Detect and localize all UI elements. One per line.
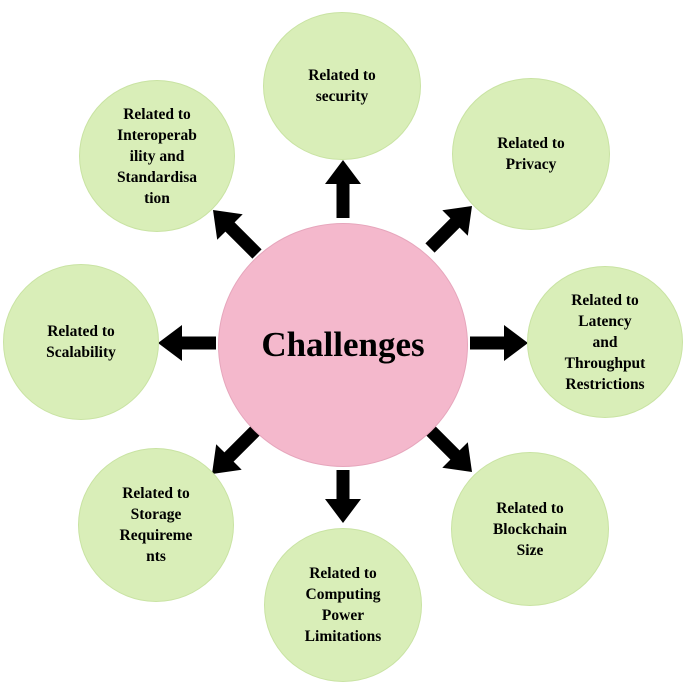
node-interoperability-label: Related to Interoperab ility and Standar…	[116, 105, 198, 207]
arrow-to-scalability	[158, 325, 216, 361]
node-blockchain-size: Related to Blockchain Size	[451, 452, 609, 606]
arrow-to-computing-power	[325, 470, 361, 523]
center-label: Challenges	[261, 325, 425, 364]
node-security-label: Related to security	[308, 67, 376, 105]
node-blockchain-size-label: Related to Blockchain Size	[492, 499, 568, 559]
node-storage-label: Related to Storage Requireme nts	[119, 485, 193, 565]
node-computing-power-label: Related to Computing Power Limitations	[304, 565, 382, 645]
node-latency-throughput: Related to Latency and Throughput Restri…	[527, 266, 683, 418]
node-interoperability: Related to Interoperab ility and Standar…	[79, 80, 235, 232]
node-privacy: Related to Privacy	[452, 78, 610, 230]
node-security: Related to security	[263, 12, 421, 160]
node-scalability-label: Related to Scalability	[46, 323, 116, 361]
arrow-to-security	[325, 160, 361, 218]
node-computing-power: Related to Computing Power Limitations	[264, 528, 422, 682]
node-scalability: Related to Scalability	[3, 264, 159, 420]
center-hub: Challenges	[218, 223, 468, 467]
node-privacy-label: Related to Privacy	[497, 135, 565, 173]
arrow-to-blockchain-size	[425, 425, 472, 472]
arrow-to-interoperability	[213, 210, 262, 259]
arrow-to-storage	[212, 425, 261, 474]
arrow-to-privacy	[425, 206, 472, 253]
node-storage: Related to Storage Requireme nts	[78, 448, 234, 602]
arrow-to-latency	[470, 325, 528, 361]
node-latency-throughput-label: Related to Latency and Throughput Restri…	[564, 291, 646, 393]
